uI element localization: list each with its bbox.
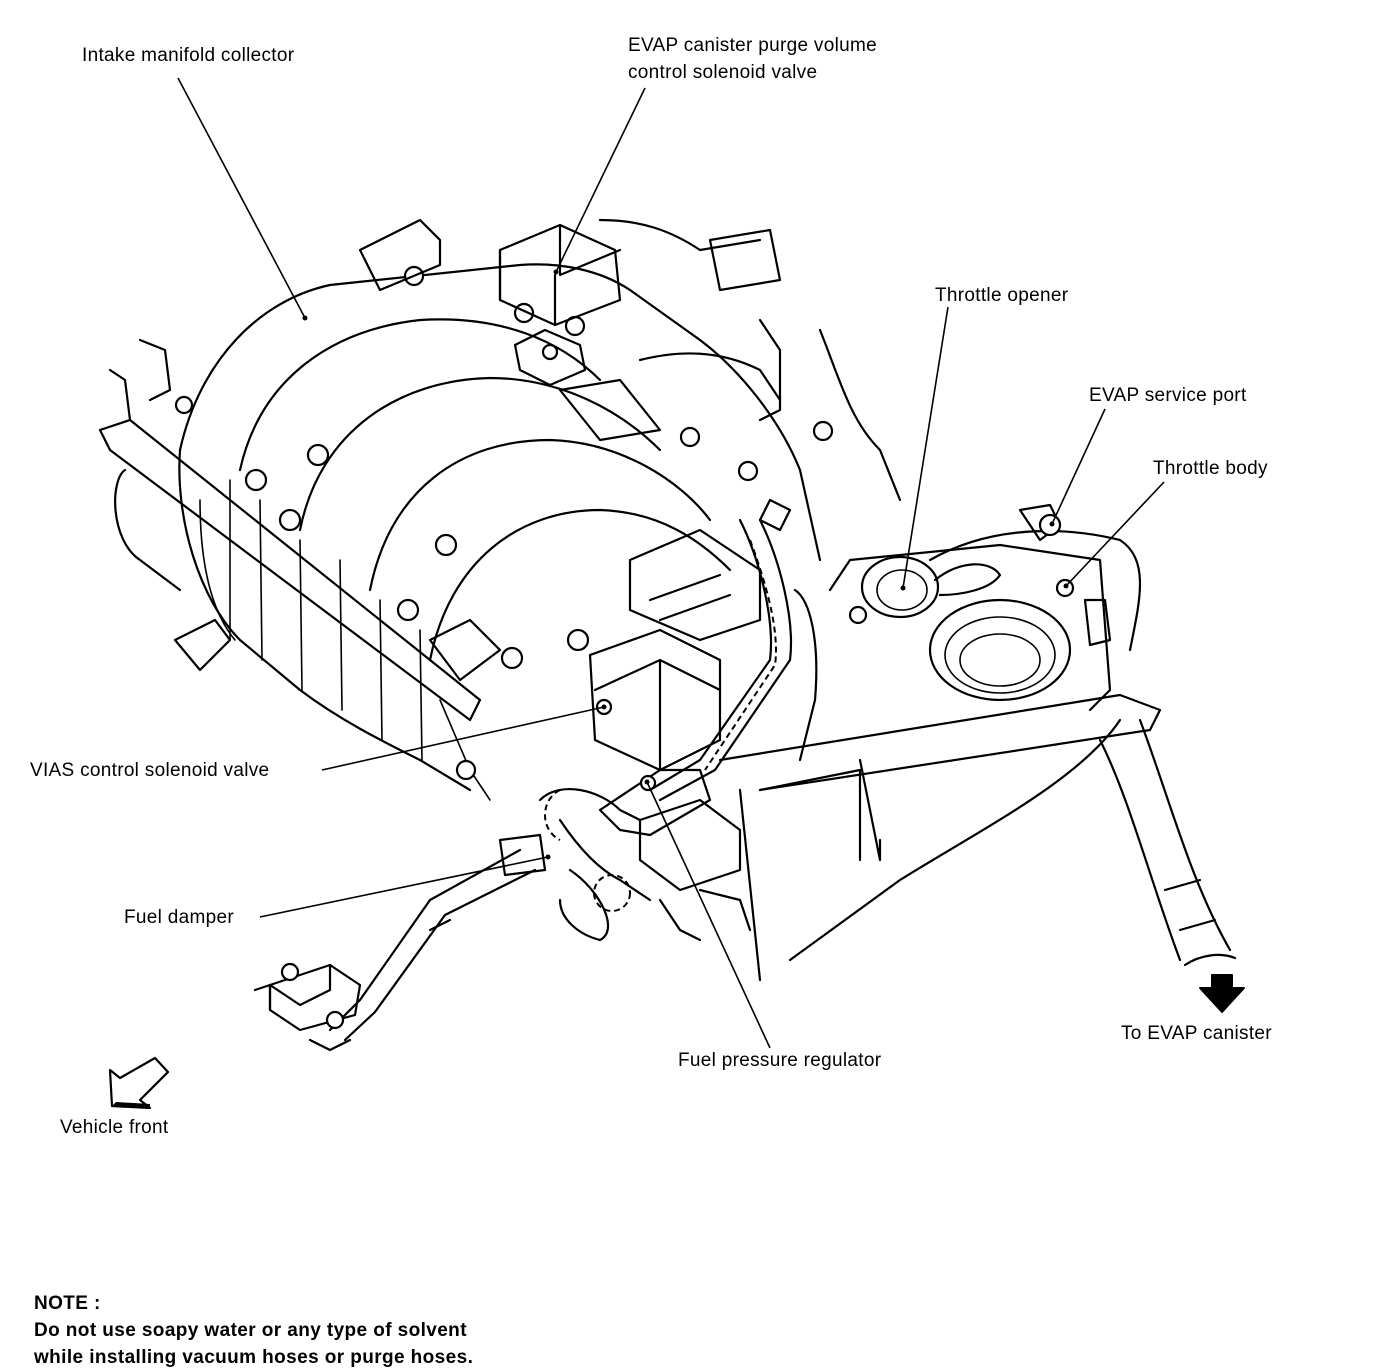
- label-vias-control-solenoid-valve: VIAS control solenoid valve: [30, 760, 270, 781]
- note-line-2: while installing vacuum hoses or purge h…: [34, 1347, 474, 1368]
- note-block: NOTE : Do not use soapy water or any typ…: [34, 1290, 473, 1371]
- label-evap-purge-line1: EVAP canister purge volume: [628, 35, 877, 56]
- note-heading: NOTE :: [34, 1293, 101, 1314]
- label-intake-manifold-collector: Intake manifold collector: [82, 45, 295, 66]
- evap-purge-solenoid-drawing: [358, 218, 902, 502]
- label-to-evap-canister: To EVAP canister: [1121, 1023, 1272, 1044]
- label-evap-service-port: EVAP service port: [1089, 385, 1247, 406]
- label-throttle-body: Throttle body: [1153, 458, 1268, 479]
- purge-hose-drawing: [648, 498, 818, 802]
- manifold-bolts: [174, 265, 834, 670]
- to-evap-canister-arrow: [1199, 974, 1245, 1013]
- connector-bottom-left-drawing: [253, 962, 362, 1052]
- air-duct-drawing: [718, 693, 1237, 982]
- fuel-damper-drawing: [328, 768, 712, 1042]
- intake-manifold-collector-drawing: [174, 263, 834, 792]
- label-throttle-opener: Throttle opener: [935, 285, 1069, 306]
- label-evap-purge-line2: control solenoid valve: [628, 62, 818, 83]
- label-fuel-damper: Fuel damper: [124, 907, 234, 928]
- throttle-opener-drawing: [848, 555, 1002, 625]
- fuel-rail-drawing: [98, 338, 502, 801]
- vias-solenoid-drawing: [588, 528, 762, 772]
- vehicle-front-arrow: [108, 1056, 170, 1110]
- label-vehicle-front: Vehicle front: [60, 1117, 169, 1138]
- label-fuel-pressure-regulator: Fuel pressure regulator: [678, 1050, 882, 1071]
- leader-lines: [177, 77, 1165, 1049]
- throttle-body-drawing: [828, 503, 1142, 712]
- note-line-1: Do not use soapy water or any type of so…: [34, 1320, 467, 1341]
- fuel-pressure-regulator-drawing: [638, 798, 752, 942]
